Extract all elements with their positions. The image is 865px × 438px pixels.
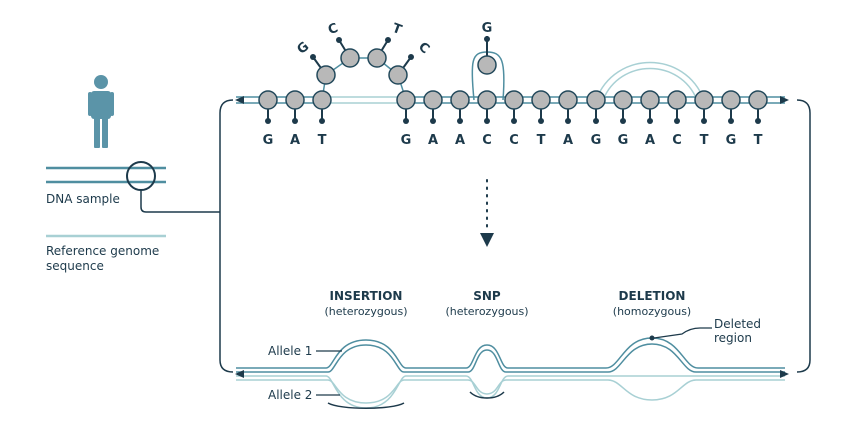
person-icon bbox=[88, 75, 114, 148]
nucleotide-label: A bbox=[428, 133, 438, 148]
dna-sample-label: DNA sample bbox=[46, 192, 120, 206]
nucleotide-node: T bbox=[312, 90, 332, 148]
dotted-arrow bbox=[480, 179, 494, 247]
nucleotide-label: A bbox=[455, 133, 465, 148]
nucleotide-label: C bbox=[482, 133, 492, 148]
inserted-nucleotide-label: G bbox=[294, 39, 312, 57]
bottom-arrow-right bbox=[780, 370, 789, 378]
deleted-region-label-line1: Deleted bbox=[714, 317, 761, 331]
nucleotide-node: T bbox=[694, 90, 714, 148]
nucleotide-node: C bbox=[477, 90, 497, 148]
allele-1-strand bbox=[236, 337, 785, 373]
nucleotide-label: T bbox=[318, 133, 327, 148]
nucleotide-node: A bbox=[558, 90, 578, 148]
inserted-nucleotide-label: C bbox=[326, 21, 340, 38]
nucleotide-label: A bbox=[645, 133, 655, 148]
nucleotide-label: G bbox=[401, 133, 412, 148]
nucleotide-label: G bbox=[263, 133, 274, 148]
nucleotide-node: C bbox=[667, 90, 687, 148]
loop-frame bbox=[219, 99, 811, 373]
nucleotide-node: G bbox=[613, 90, 633, 148]
allele-2-label: Allele 2 bbox=[268, 388, 312, 402]
snp-zygosity: (heterozygous) bbox=[445, 305, 528, 318]
insertion-zygosity: (heterozygous) bbox=[324, 305, 407, 318]
nucleotide-label: G bbox=[726, 133, 737, 148]
deletion-title: DELETION bbox=[619, 289, 686, 303]
nucleotide-node: A bbox=[285, 90, 305, 148]
inserted-nucleotide-node: T bbox=[367, 21, 404, 68]
nucleotide-node: G bbox=[396, 90, 416, 148]
reference-label-line1: Reference genome bbox=[46, 244, 159, 258]
bottom-arrow-left bbox=[235, 370, 244, 378]
nucleotide-node: A bbox=[423, 90, 443, 148]
nucleotide-node: A bbox=[450, 90, 470, 148]
inserted-nucleotide-node: G bbox=[294, 39, 336, 85]
allele-1-label: Allele 1 bbox=[268, 344, 312, 358]
snp-title: SNP bbox=[473, 289, 501, 303]
nucleotide-label: T bbox=[700, 133, 709, 148]
nucleotide-label: T bbox=[754, 133, 763, 148]
nucleotide-node: C bbox=[504, 90, 524, 148]
nucleotide-label: C bbox=[672, 133, 682, 148]
inserted-nucleotide-label: T bbox=[390, 21, 404, 38]
allele-2-strand bbox=[236, 375, 785, 409]
dna-sample-legend: DNA sample bbox=[46, 161, 220, 213]
reference-legend: Reference genome sequence bbox=[46, 234, 166, 273]
inserted-nucleotide-node: C bbox=[326, 21, 360, 68]
strand-arrow-left bbox=[235, 96, 244, 104]
deletion-zygosity: (homozygous) bbox=[613, 305, 691, 318]
inserted-nucleotide-label: C bbox=[415, 40, 432, 58]
nucleotide-node: T bbox=[531, 90, 551, 148]
snp-bulge: G bbox=[471, 21, 505, 101]
nucleotide-node: G bbox=[721, 90, 741, 148]
nucleotide-node: A bbox=[640, 90, 660, 148]
insertion-title: INSERTION bbox=[330, 289, 403, 303]
snp-base-label: G bbox=[482, 21, 493, 36]
nucleotide-label: G bbox=[618, 133, 629, 148]
strand-arrow-right bbox=[780, 96, 789, 104]
deleted-region-label-line2: region bbox=[714, 331, 752, 345]
deletion-arc bbox=[595, 61, 705, 101]
nucleotide-label: A bbox=[290, 133, 300, 148]
nucleotide-node: T bbox=[748, 90, 768, 148]
nucleotide-label: C bbox=[509, 133, 519, 148]
inserted-nucleotide-node: C bbox=[388, 40, 432, 85]
reference-label-line2: sequence bbox=[46, 259, 104, 273]
nucleotide-label: G bbox=[591, 133, 602, 148]
nucleotide-label: A bbox=[563, 133, 573, 148]
nucleotide-node: G bbox=[258, 90, 278, 148]
nucleotide-label: T bbox=[537, 133, 546, 148]
nucleotide-node: G bbox=[586, 90, 606, 148]
